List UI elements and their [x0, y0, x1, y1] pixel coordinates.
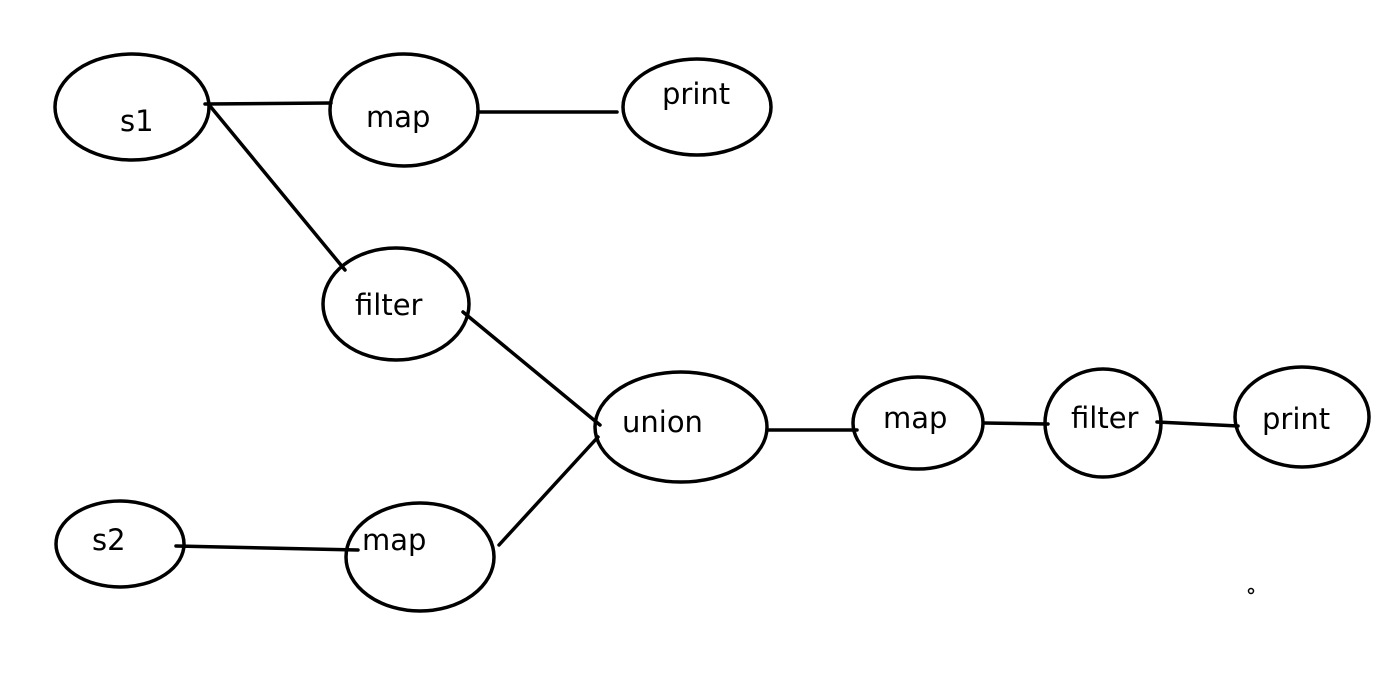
node-filter1-shape [321, 246, 471, 362]
node-map1-label: map [366, 100, 430, 134]
edge-map3-filter2 [982, 421, 1050, 426]
node-filter1-label: filter [355, 288, 423, 322]
node-print2: print [1233, 365, 1371, 469]
node-union-label: union [622, 405, 703, 439]
node-print2-label: print [1262, 402, 1330, 436]
node-map3: map [851, 375, 985, 471]
node-map2-label: map [362, 523, 426, 557]
node-s1-label: s1 [120, 104, 154, 138]
node-union: union [593, 370, 769, 484]
node-map2-shape [344, 501, 496, 613]
node-filter1: filter [321, 246, 471, 362]
node-print1: print [621, 57, 773, 157]
node-print2-shape [1233, 365, 1371, 469]
node-map2: map [344, 501, 496, 613]
node-filter2-label: filter [1071, 401, 1139, 435]
node-print1-label: print [662, 77, 730, 111]
node-s2-label: s2 [92, 523, 126, 557]
node-map3-label: map [883, 401, 947, 435]
node-s2-shape [54, 499, 186, 589]
node-union-shape [593, 370, 769, 484]
node-s1: s1 [53, 52, 211, 162]
node-map1: map [328, 52, 480, 168]
stray-dot [1247, 587, 1255, 595]
edge-s1-filter1 [208, 104, 347, 272]
edges [174, 101, 1240, 552]
edge-s1-map1 [203, 101, 333, 106]
node-filter2-shape [1043, 367, 1163, 479]
edge-filter2-print2 [1155, 420, 1240, 428]
node-s1-shape [53, 52, 211, 162]
node-map1-shape [328, 52, 480, 168]
node-print1-shape [621, 57, 773, 157]
edge-map2-union [497, 435, 600, 547]
node-map3-shape [851, 375, 985, 471]
edge-s2-map2 [174, 544, 360, 552]
node-s2: s2 [54, 499, 186, 589]
node-filter2: filter [1043, 367, 1163, 479]
edge-filter1-union [461, 310, 602, 427]
